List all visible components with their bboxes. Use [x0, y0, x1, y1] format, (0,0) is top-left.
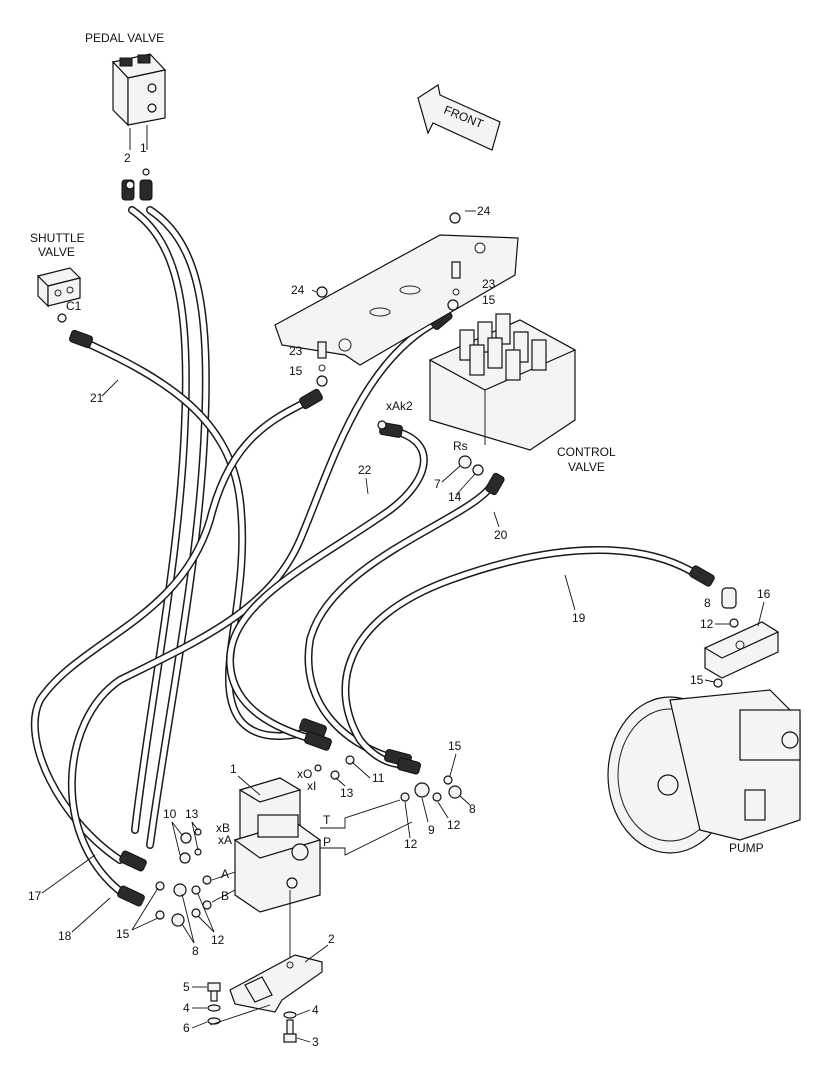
callout-blk-12a: 12	[404, 837, 418, 851]
port-a: A	[221, 867, 229, 881]
hose-labels: 21 22 20 19 17 18	[28, 379, 586, 943]
hose-fittings	[68, 179, 715, 907]
callout-hose-19: 19	[572, 611, 586, 625]
callout-low-15: 15	[116, 927, 130, 941]
callout-hose-21: 21	[90, 391, 104, 405]
callout-23-left: 23	[289, 344, 303, 358]
block-left-fittings: 10 13 15 8 12	[116, 807, 225, 958]
callout-hose-20: 20	[494, 528, 508, 542]
pump-label: PUMP	[729, 841, 764, 855]
port-b: B	[221, 889, 229, 903]
control-valve-spools	[459, 313, 547, 381]
control-valve: CONTROL VALVE xAk2 Rs 7 14	[377, 313, 616, 504]
hose-19	[341, 546, 709, 769]
hose-pedal-lines	[128, 206, 210, 849]
control-valve-label-1: CONTROL	[557, 445, 616, 459]
pump-assembly: PUMP 8 16 12 15	[607, 587, 801, 855]
port-rs: Rs	[453, 439, 468, 453]
callout-block-11: 11	[372, 771, 385, 785]
pedal-valve: PEDAL VALVE 2 1	[85, 31, 167, 190]
callout-low-8: 8	[192, 944, 199, 958]
callout-bolt-4b: 4	[312, 1003, 319, 1017]
hose-xak2	[225, 426, 428, 744]
bolts: 5 4 6 4 3	[183, 980, 319, 1049]
callout-bolt-5: 5	[183, 980, 190, 994]
port-c1: C1	[66, 299, 82, 313]
callout-blk-8: 8	[469, 802, 476, 816]
callout-hose-18: 18	[58, 929, 72, 943]
callout-bracket2-2: 2	[328, 932, 335, 946]
callout-blk-12b: 12	[447, 818, 461, 832]
callout-pump-16: 16	[757, 587, 771, 601]
callout-bolt-4a: 4	[183, 1001, 190, 1015]
valve-bracket: 24 23 15 24 23 15	[274, 204, 519, 387]
valve-block-1: 1 xO xI 11 13 xB xA T P A B	[211, 755, 413, 913]
callout-rs-14: 14	[448, 490, 462, 504]
hose-left-to-bracket	[30, 396, 314, 864]
port-t: T	[323, 813, 331, 827]
hose-22	[67, 316, 444, 899]
callout-pump-8: 8	[704, 596, 711, 610]
hose-20	[304, 481, 496, 764]
callout-pump-12: 12	[700, 617, 714, 631]
callout-24-left: 24	[291, 283, 305, 297]
callout-block-13: 13	[340, 786, 354, 800]
callout-15-top: 15	[482, 293, 496, 307]
callout-hose-17: 17	[28, 889, 42, 903]
port-xak2: xAk2	[386, 399, 413, 413]
control-valve-label-2: VALVE	[568, 460, 605, 474]
callout-left-13: 13	[185, 807, 199, 821]
port-xi: xI	[307, 779, 316, 793]
callout-low-12: 12	[211, 933, 225, 947]
callout-15-left: 15	[289, 364, 303, 378]
callout-hose-22: 22	[358, 463, 372, 477]
mount-bracket-2: 2	[229, 890, 335, 1013]
pedal-valve-label: PEDAL VALVE	[85, 31, 164, 45]
callout-23-top: 23	[482, 277, 496, 291]
port-xo: xO	[297, 767, 312, 781]
callout-pedal-2: 2	[124, 151, 131, 165]
callout-24-top: 24	[477, 204, 491, 218]
callout-blk-9: 9	[428, 823, 435, 837]
callout-pump-15: 15	[690, 673, 704, 687]
shuttle-valve-label-2: VALVE	[38, 245, 75, 259]
hose-21	[76, 336, 324, 740]
shuttle-valve-label-1: SHUTTLE	[30, 231, 85, 245]
callout-pedal-1: 1	[140, 141, 147, 155]
front-arrow: FRONT	[417, 84, 501, 151]
callout-bolt-6: 6	[183, 1021, 190, 1035]
shuttle-valve: SHUTTLE VALVE C1	[30, 231, 85, 323]
callout-left-10: 10	[163, 807, 177, 821]
port-xa: xA	[218, 833, 232, 847]
callout-block-1: 1	[230, 762, 237, 776]
callout-blk-15: 15	[448, 739, 462, 753]
callout-rs-7: 7	[434, 477, 441, 491]
port-p: P	[323, 835, 331, 849]
callout-bolt-3: 3	[312, 1035, 319, 1049]
block-right-fittings: 15 12 9 12 8	[400, 739, 476, 851]
port-xb: xB	[216, 821, 230, 835]
